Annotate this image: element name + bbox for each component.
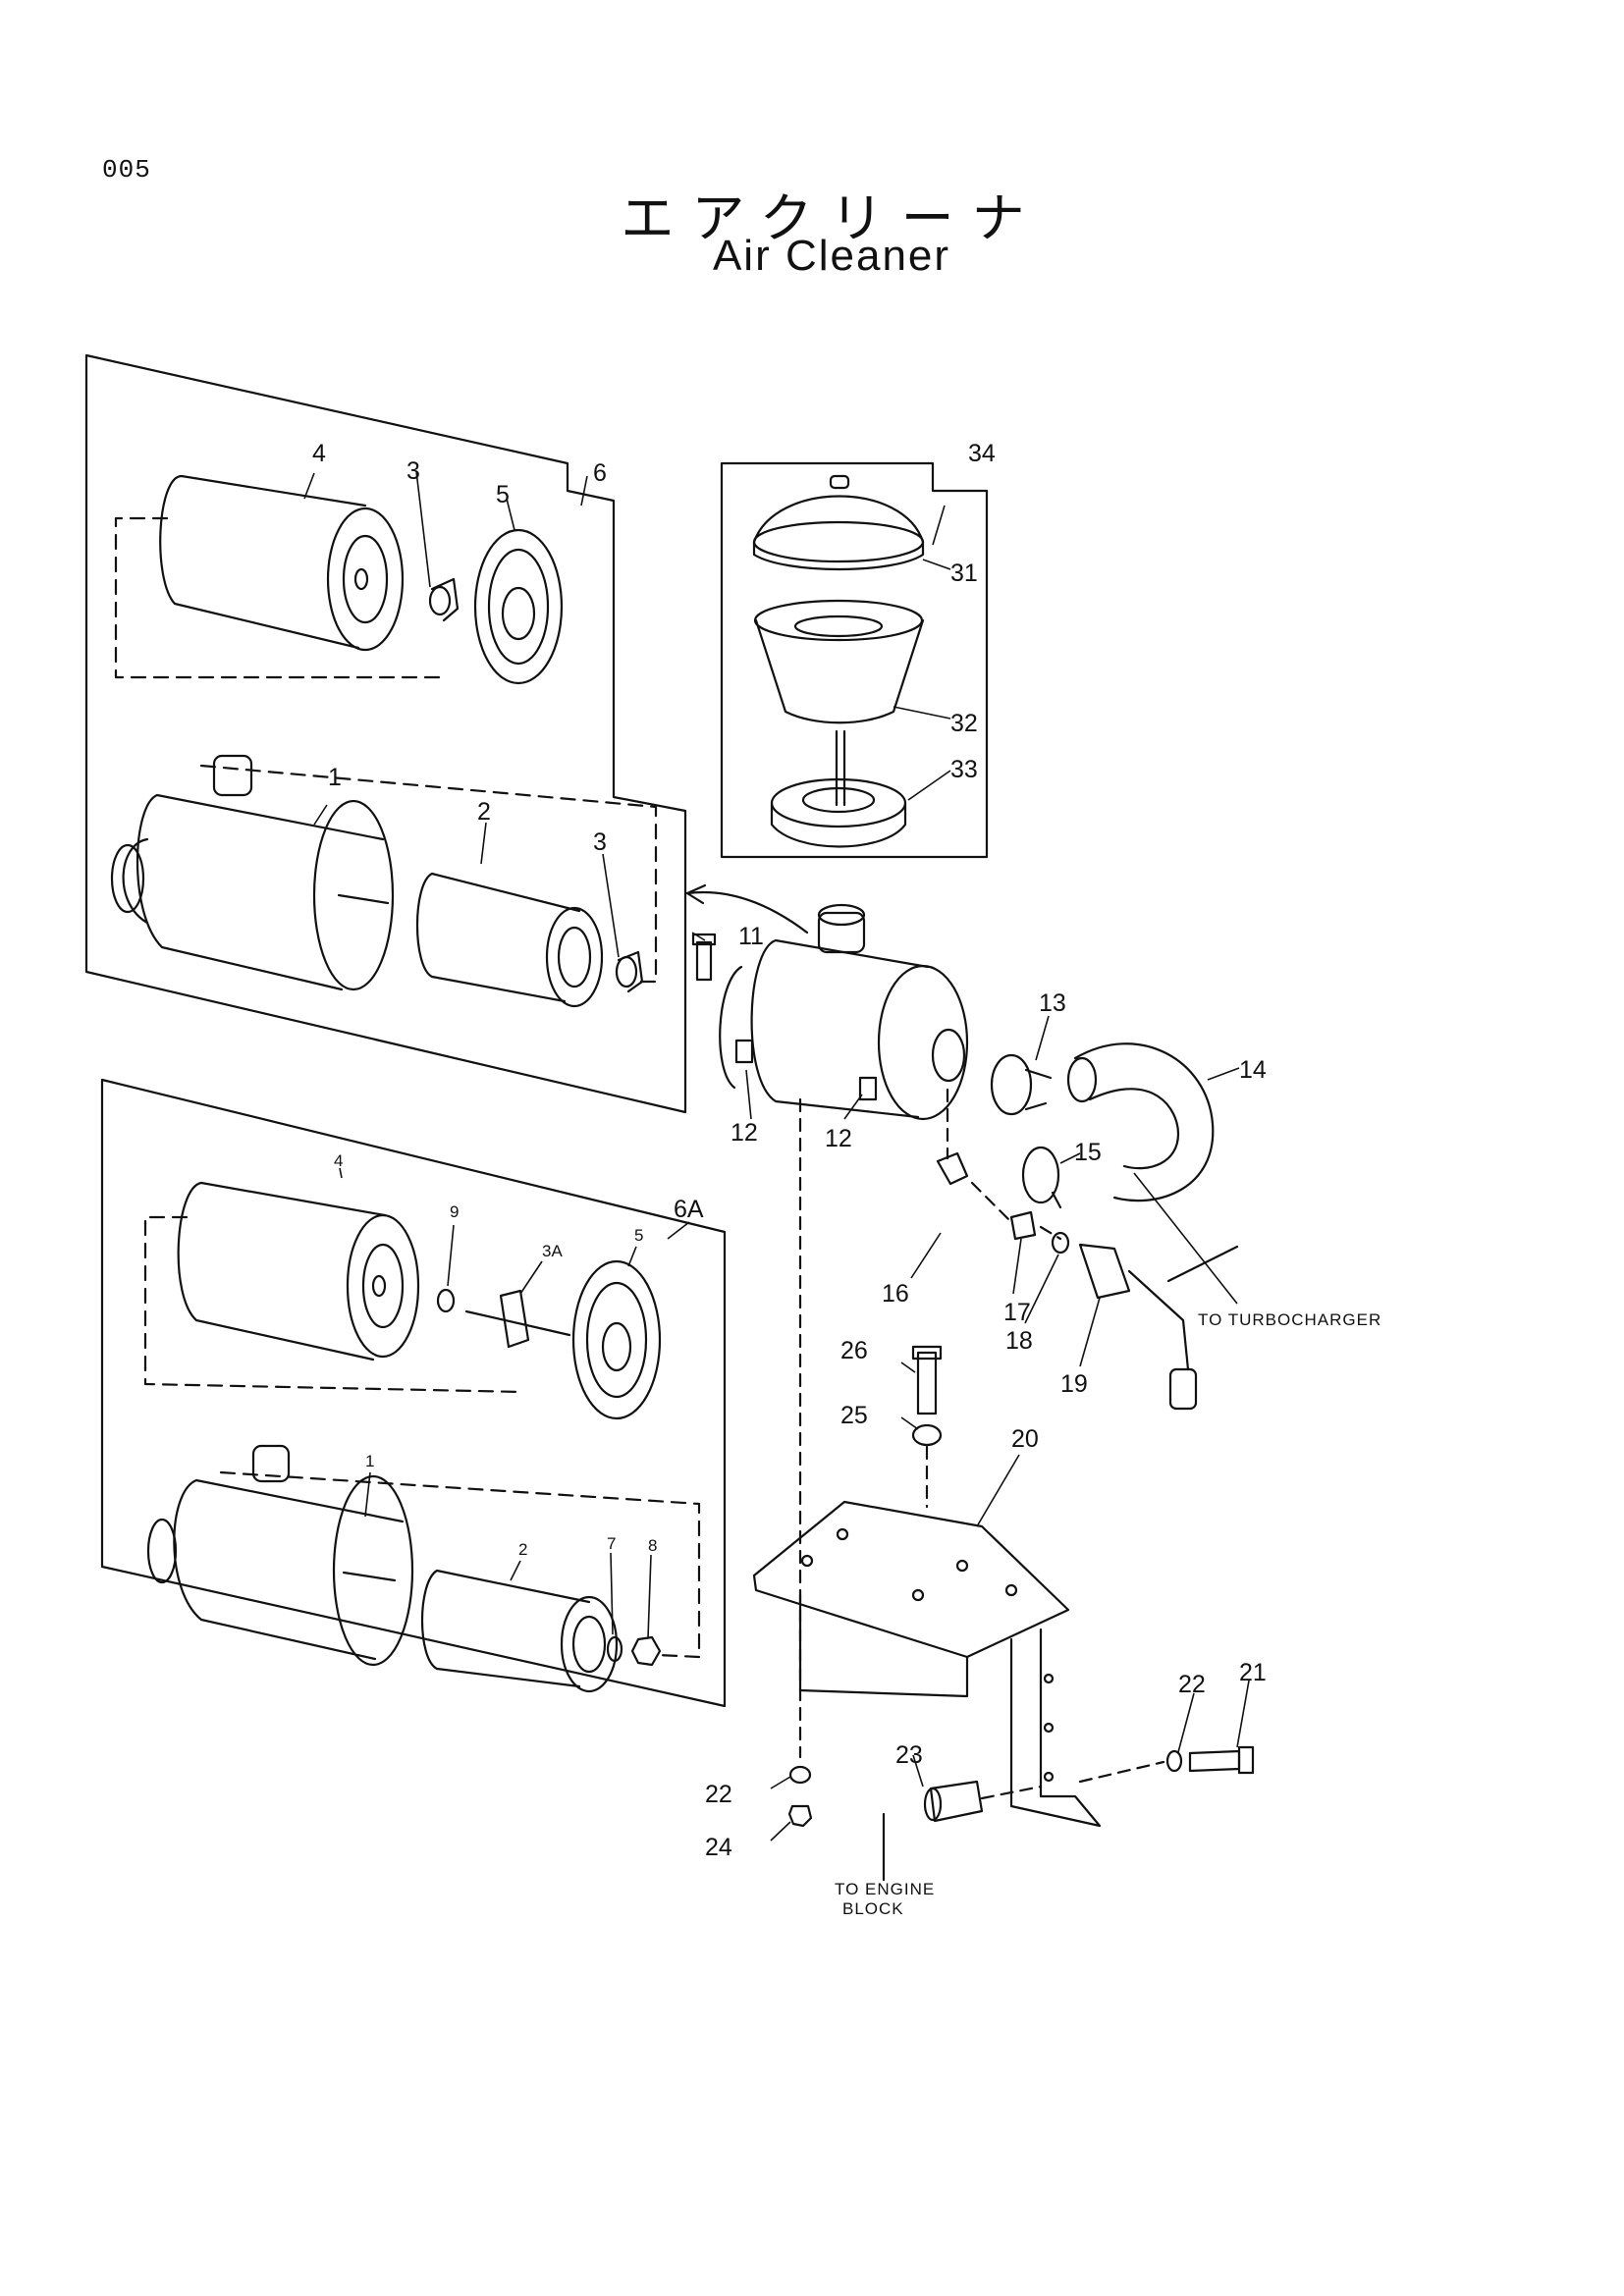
kit-panel-6 [84,353,687,1114]
page-title-english: Air Cleaner [712,232,951,280]
wing-bolt-3a [464,1289,571,1349]
bolt-21 [1188,1745,1255,1775]
callout-3-panel6: 3 [593,828,607,856]
callout-23: 23 [895,1741,923,1769]
restriction-indicator-19 [1078,1243,1198,1411]
hose-clamp-13 [990,1053,1053,1116]
callout-8: 8 [648,1536,657,1555]
callout-9: 9 [450,1202,459,1221]
kit-panel-34 [720,461,989,859]
washer-9 [436,1288,456,1313]
safety-element-6a [571,1259,662,1420]
callout-15: 15 [1074,1139,1102,1166]
callout-7: 7 [607,1534,616,1553]
callout-34: 34 [968,440,996,467]
bracket-20 [752,1500,1102,1828]
nut-24 [787,1804,813,1828]
note-to-engine-line2: BLOCK [842,1899,904,1918]
callout-18: 18 [1005,1327,1033,1355]
spacer-23 [923,1780,984,1823]
elbow-fitting-16 [936,1151,969,1186]
wing-nut-top [428,577,460,622]
housing-panel-6 [110,754,395,991]
bolt-26 [911,1345,943,1415]
callout-12-right: 12 [825,1125,852,1152]
callout-31: 31 [950,560,978,587]
callout-13: 13 [1039,989,1066,1017]
callout-5-6a: 5 [634,1226,643,1245]
callout-6: 6 [593,459,607,487]
precleaner-vane [770,729,907,848]
bolt-11 [691,933,717,982]
callout-11: 11 [738,923,764,950]
page-title-japanese: エアクリーナ [621,187,1043,249]
callout-16: 16 [882,1280,909,1308]
callout-4-6a: 4 [334,1151,343,1170]
callout-12-left: 12 [731,1119,758,1147]
callout-24: 24 [705,1834,732,1861]
note-to-engine-line1: TO ENGINE [835,1880,935,1898]
callout-22-bottom: 22 [705,1781,732,1808]
callout-1-6a: 1 [365,1452,374,1470]
callout-22-side: 22 [1178,1671,1206,1698]
callout-1-panel6: 1 [328,764,342,791]
washer-25 [911,1423,943,1447]
callout-25: 25 [840,1402,868,1429]
adapter-17 [1009,1210,1037,1241]
gasket-7 [606,1635,623,1663]
wing-nut-panel-6 [615,950,644,993]
callout-19: 19 [1060,1370,1088,1398]
precleaner-bowl [753,599,925,724]
housing-panel-6a [146,1444,414,1667]
callout-14: 14 [1239,1056,1267,1084]
main-housing [719,903,969,1121]
callout-3a: 3A [542,1242,563,1260]
o-ring-18 [1051,1231,1070,1255]
callout-26: 26 [840,1337,868,1364]
callout-20: 20 [1011,1425,1039,1453]
filter-element-outer-top [159,474,405,652]
callout-33: 33 [950,756,978,783]
kit-panel-6a [100,1078,727,1708]
callout-4-top: 4 [312,440,326,467]
hose-clamp-15 [1021,1146,1062,1209]
callout-6a: 6A [674,1196,704,1223]
inner-element-panel-6 [415,872,604,1008]
safety-element-top [473,528,564,685]
washer-22-bottom [788,1765,812,1785]
inner-element-6a [420,1569,619,1693]
callout-21: 21 [1239,1659,1267,1686]
callout-2-6a: 2 [518,1540,527,1559]
callout-5-top: 5 [496,481,510,508]
callout-32: 32 [950,710,978,737]
nut-8 [630,1635,662,1667]
note-to-turbocharger: TO TURBOCHARGER [1198,1310,1381,1329]
page-number: 005 [102,155,151,185]
callout-3-top: 3 [406,457,420,485]
callout-2-panel6: 2 [477,798,491,826]
callout-17: 17 [1003,1299,1031,1326]
washer-22-side [1165,1749,1183,1773]
precleaner-cap [752,474,925,571]
filter-element-outer-6a [177,1181,420,1362]
elbow-hose-14 [1066,1042,1215,1202]
